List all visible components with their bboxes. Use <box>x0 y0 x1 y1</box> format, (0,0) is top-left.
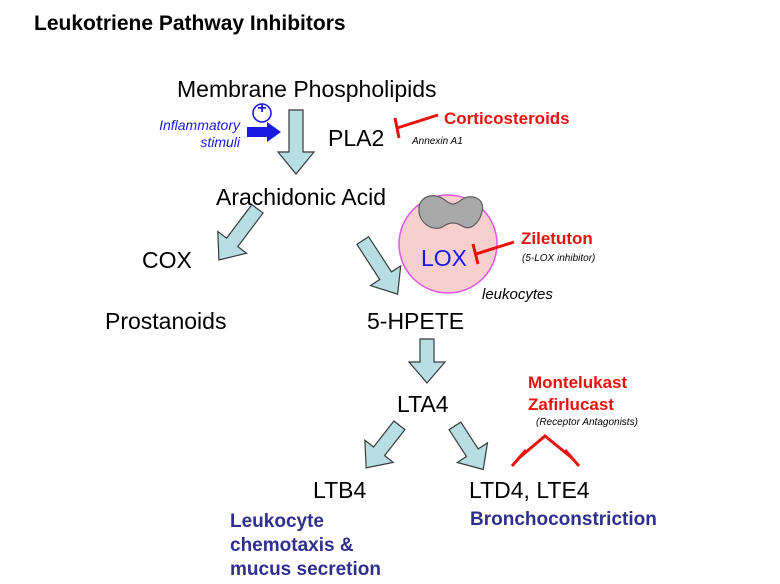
node-ltd4-lte4: LTD4, LTE4 <box>469 477 590 503</box>
inhibitor-corticosteroids-note: Annexin A1 <box>412 136 463 147</box>
nucleus-icon <box>418 195 484 229</box>
inhibitor-zileuton: Ziletuton <box>521 229 593 248</box>
effect-ltb4: Leukocyte chemotaxis & mucus secretion <box>230 510 381 582</box>
effect-ltb4-line2: chemotaxis & <box>230 535 354 556</box>
arrow-lta4-to-ltd4 <box>448 421 489 471</box>
node-5-hpete: 5-HPETE <box>367 308 465 334</box>
node-arachidonic-acid: Arachidonic Acid <box>216 184 387 210</box>
arrow-arachidonic-to-prostanoids <box>217 203 264 261</box>
inhibitor-zafirlucast: Zafirlucast <box>528 395 614 414</box>
arrow-arachidonic-to-hpete <box>356 235 402 295</box>
leukocytes-label: leukocytes <box>482 286 553 303</box>
corticosteroid-inhibit-bar <box>393 113 439 139</box>
node-cox: COX <box>142 247 192 273</box>
receptor-antagonist-inhibit-bar <box>510 434 581 467</box>
effect-ltd4: Bronchoconstriction <box>470 509 657 530</box>
inhibitor-corticosteroids: Corticosteroids <box>444 109 570 128</box>
stimulus-arrow <box>247 122 281 142</box>
inhibitor-zileuton-note: (5-LOX inhibitor) <box>522 253 596 264</box>
stimulus-label: Inflammatory stimuli <box>140 117 240 151</box>
zileuton-inhibit-bar <box>471 240 515 265</box>
inhibitor-montelukast: Montelukast <box>528 373 628 392</box>
node-lta4: LTA4 <box>397 391 449 417</box>
node-prostanoids: Prostanoids <box>105 308 227 334</box>
stimulus-label-line1: Inflammatory <box>159 117 240 133</box>
arrow-hpete-to-lta4 <box>407 338 447 384</box>
arrow-membrane-to-arachidonic <box>276 109 316 175</box>
node-lox: LOX <box>421 245 468 271</box>
page-title: Leukotriene Pathway Inhibitors <box>34 12 346 35</box>
effect-ltb4-line1: Leukocyte <box>230 511 324 532</box>
plus-symbol: + <box>257 100 267 117</box>
node-ltb4: LTB4 <box>313 477 367 503</box>
inhibitor-receptor-note: (Receptor Antagonists) <box>536 417 638 428</box>
stimulus-label-line2: stimuli <box>200 134 240 150</box>
node-pla2: PLA2 <box>328 125 385 151</box>
effect-ltb4-line3: mucus secretion <box>230 559 381 580</box>
node-membrane-phospholipids: Membrane Phospholipids <box>177 76 437 102</box>
plus-circle-icon <box>252 103 272 123</box>
arrow-lta4-to-ltb4 <box>364 420 406 469</box>
